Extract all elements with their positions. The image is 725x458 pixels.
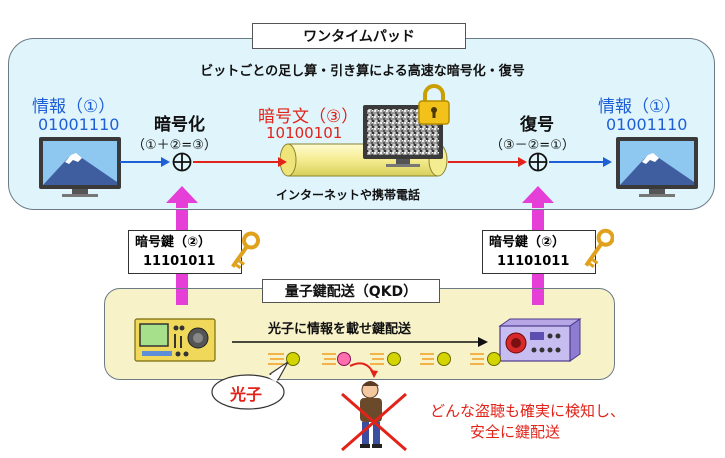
photon-icon	[322, 352, 351, 366]
key-icon	[584, 228, 614, 268]
photon-icon	[420, 352, 451, 366]
photon-label: 光子	[230, 385, 263, 404]
decrypt-formula: （③－②=①）	[490, 138, 575, 153]
otp-subtitle: ビットごとの足し算・引き算による高速な暗号化・復号	[200, 64, 525, 79]
eavesdrop-note-line2: 安全に鍵配送	[470, 423, 561, 441]
left-info-bits: 01001110	[38, 115, 120, 134]
key-icon	[231, 231, 260, 270]
photon-callout	[211, 361, 289, 410]
xor-icon	[172, 152, 192, 172]
qkd-title: 量子鍵配送（QKD）	[262, 279, 440, 303]
eavesdropper-icon	[341, 362, 407, 452]
left-key-bits: 11101011	[143, 254, 216, 269]
right-key-label: 暗号鍵（②）	[489, 235, 566, 250]
channel-label: インターネットや携帯電話	[276, 188, 421, 202]
tv-mount-fuji-icon	[616, 137, 698, 197]
right-info-bits: 01001110	[606, 115, 688, 134]
photon-icon	[470, 352, 501, 366]
right-key-box: 暗号鍵（②） 11101011	[482, 230, 596, 274]
transmitter-device-icon	[134, 318, 216, 362]
photon-icon	[370, 352, 401, 366]
qkd-arrow-label: 光子に情報を載せ鍵配送	[268, 322, 412, 337]
encrypt-formula: （①＋②=③）	[132, 138, 217, 153]
right-info-label: 情報（①）	[598, 97, 682, 117]
cipher-bits: 10100101	[266, 124, 343, 142]
one-time-pad-panel	[8, 38, 715, 210]
otp-title: ワンタイムパッド	[252, 23, 466, 49]
cipher-label: 暗号文（③）	[258, 107, 359, 127]
eavesdrop-note-line1: どんな盗聴も確実に検知し、	[430, 402, 626, 420]
photon-icon	[268, 352, 300, 366]
right-key-bits: 11101011	[497, 254, 570, 269]
left-key-box: 暗号鍵（②） 11101011	[128, 230, 242, 274]
xor-icon	[528, 152, 548, 172]
left-key-label: 暗号鍵（②）	[135, 235, 212, 250]
receiver-device-icon	[498, 318, 582, 362]
encrypt-label: 暗号化	[154, 115, 205, 135]
tv-mount-fuji-icon	[39, 137, 121, 197]
decrypt-label: 復号	[520, 115, 554, 135]
padlock-icon	[418, 84, 450, 125]
left-info-label: 情報（①）	[32, 97, 116, 117]
